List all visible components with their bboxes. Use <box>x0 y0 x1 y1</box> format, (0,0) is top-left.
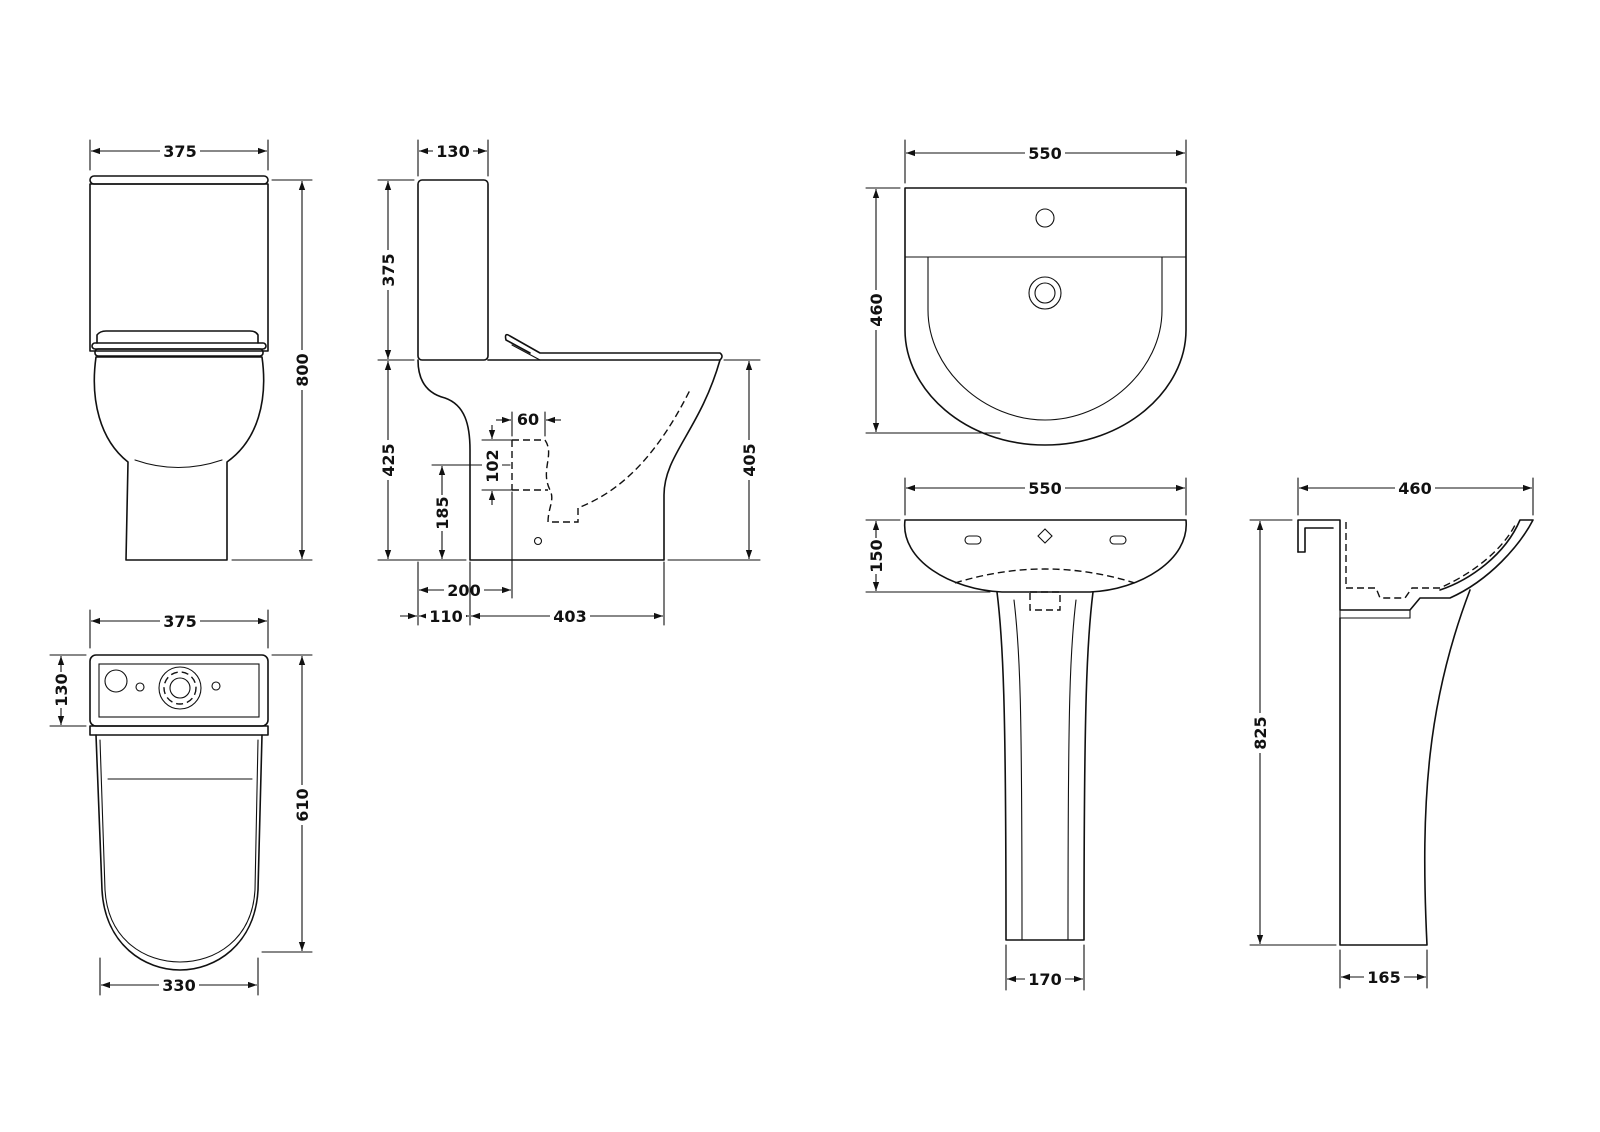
dim-wc-front-height: 800 <box>293 353 312 386</box>
pan-trap-hidden <box>512 389 691 523</box>
overflow-left <box>964 535 982 545</box>
dim-wc-side-outlet-size: 102 <box>483 449 502 482</box>
dim-basin-side-depth: 460 <box>1398 479 1431 498</box>
basin-front-hidden-bowl <box>954 568 1136 584</box>
flush-button-inner <box>169 677 191 699</box>
cistern-lid <box>89 175 269 185</box>
waste-outer <box>1028 276 1062 310</box>
basin-bowl-edge <box>927 256 1163 421</box>
dim-wc-side-seat-height: 405 <box>740 443 759 476</box>
seat-rim <box>94 348 264 357</box>
fixing-hole <box>533 536 543 546</box>
seat-edge <box>91 342 267 350</box>
wc-front-view <box>89 175 269 561</box>
cistern-lid-plan <box>98 663 260 718</box>
dim-wc-side-outlet-offset: 200 <box>447 581 480 600</box>
dim-wc-side-pan-height: 425 <box>379 443 398 476</box>
tap-hole-front <box>1037 528 1053 544</box>
pan-bowl <box>93 356 265 561</box>
wc-plan-view <box>89 654 269 971</box>
seat-side <box>487 333 723 361</box>
dim-basin-side-height: 825 <box>1251 716 1270 749</box>
wc-side-dims: 130 375 425 185 102 60 405 <box>377 139 761 626</box>
dim-wc-plan-length: 610 <box>293 788 312 821</box>
pan-trap-line <box>134 459 223 469</box>
basin-plan-dims: 550 460 <box>865 139 1187 434</box>
tap-hole <box>1035 208 1055 228</box>
dim-pedestal-front-width: 170 <box>1028 970 1061 989</box>
pedestal-side <box>1339 589 1471 946</box>
basin-side-dims: 460 825 165 <box>1249 477 1534 989</box>
wc-front-dims: 375 800 <box>89 139 313 561</box>
seat-hinge-plan <box>89 725 269 736</box>
pedestal-front <box>996 591 1094 941</box>
basin-side-hidden <box>1345 522 1516 599</box>
dim-wc-side-outlet-depth: 60 <box>517 410 539 429</box>
seat-lid-top <box>96 330 259 344</box>
dim-wc-side-outlet-height: 185 <box>433 496 452 529</box>
basin-plan-view <box>904 187 1187 446</box>
basin-front-bowl <box>904 519 1187 593</box>
dim-wc-plan-cistern-depth: 130 <box>52 673 71 706</box>
button-small-hole <box>104 669 128 693</box>
flush-button-outer <box>158 666 202 710</box>
dim-wc-plan-pan-width: 330 <box>162 976 195 995</box>
waste-inner <box>1034 282 1056 304</box>
dim-basin-plan-width: 550 <box>1028 144 1061 163</box>
cistern-body <box>89 183 269 352</box>
dim-pedestal-side-depth: 165 <box>1367 968 1400 987</box>
seat-plan <box>95 734 263 971</box>
basin-side-profile <box>1297 519 1534 611</box>
overflow-right <box>1109 535 1127 545</box>
cistern-plan <box>89 654 269 727</box>
pan-side-body <box>417 359 721 561</box>
dim-wc-side-pan-depth: 403 <box>553 607 586 626</box>
dim-basin-front-bowl-height: 150 <box>867 539 886 572</box>
dim-wc-side-cistern-depth: 130 <box>436 142 469 161</box>
wc-plan-dims: 375 130 610 330 <box>49 609 313 996</box>
dim-wc-front-width: 375 <box>163 142 196 161</box>
basin-front-dims: 550 150 170 <box>865 477 1187 991</box>
dim-basin-front-width: 550 <box>1028 479 1061 498</box>
cistern-side <box>417 179 489 361</box>
dim-wc-side-cistern-height: 375 <box>379 253 398 286</box>
dim-wc-plan-width: 375 <box>163 612 196 631</box>
wc-side-view <box>417 179 723 561</box>
basin-front-view <box>904 519 1187 941</box>
basin-plan-outline <box>904 187 1187 446</box>
dim-basin-plan-depth: 460 <box>867 293 886 326</box>
basin-side-view <box>1297 519 1534 946</box>
dim-wc-side-wall-gap: 110 <box>429 607 462 626</box>
